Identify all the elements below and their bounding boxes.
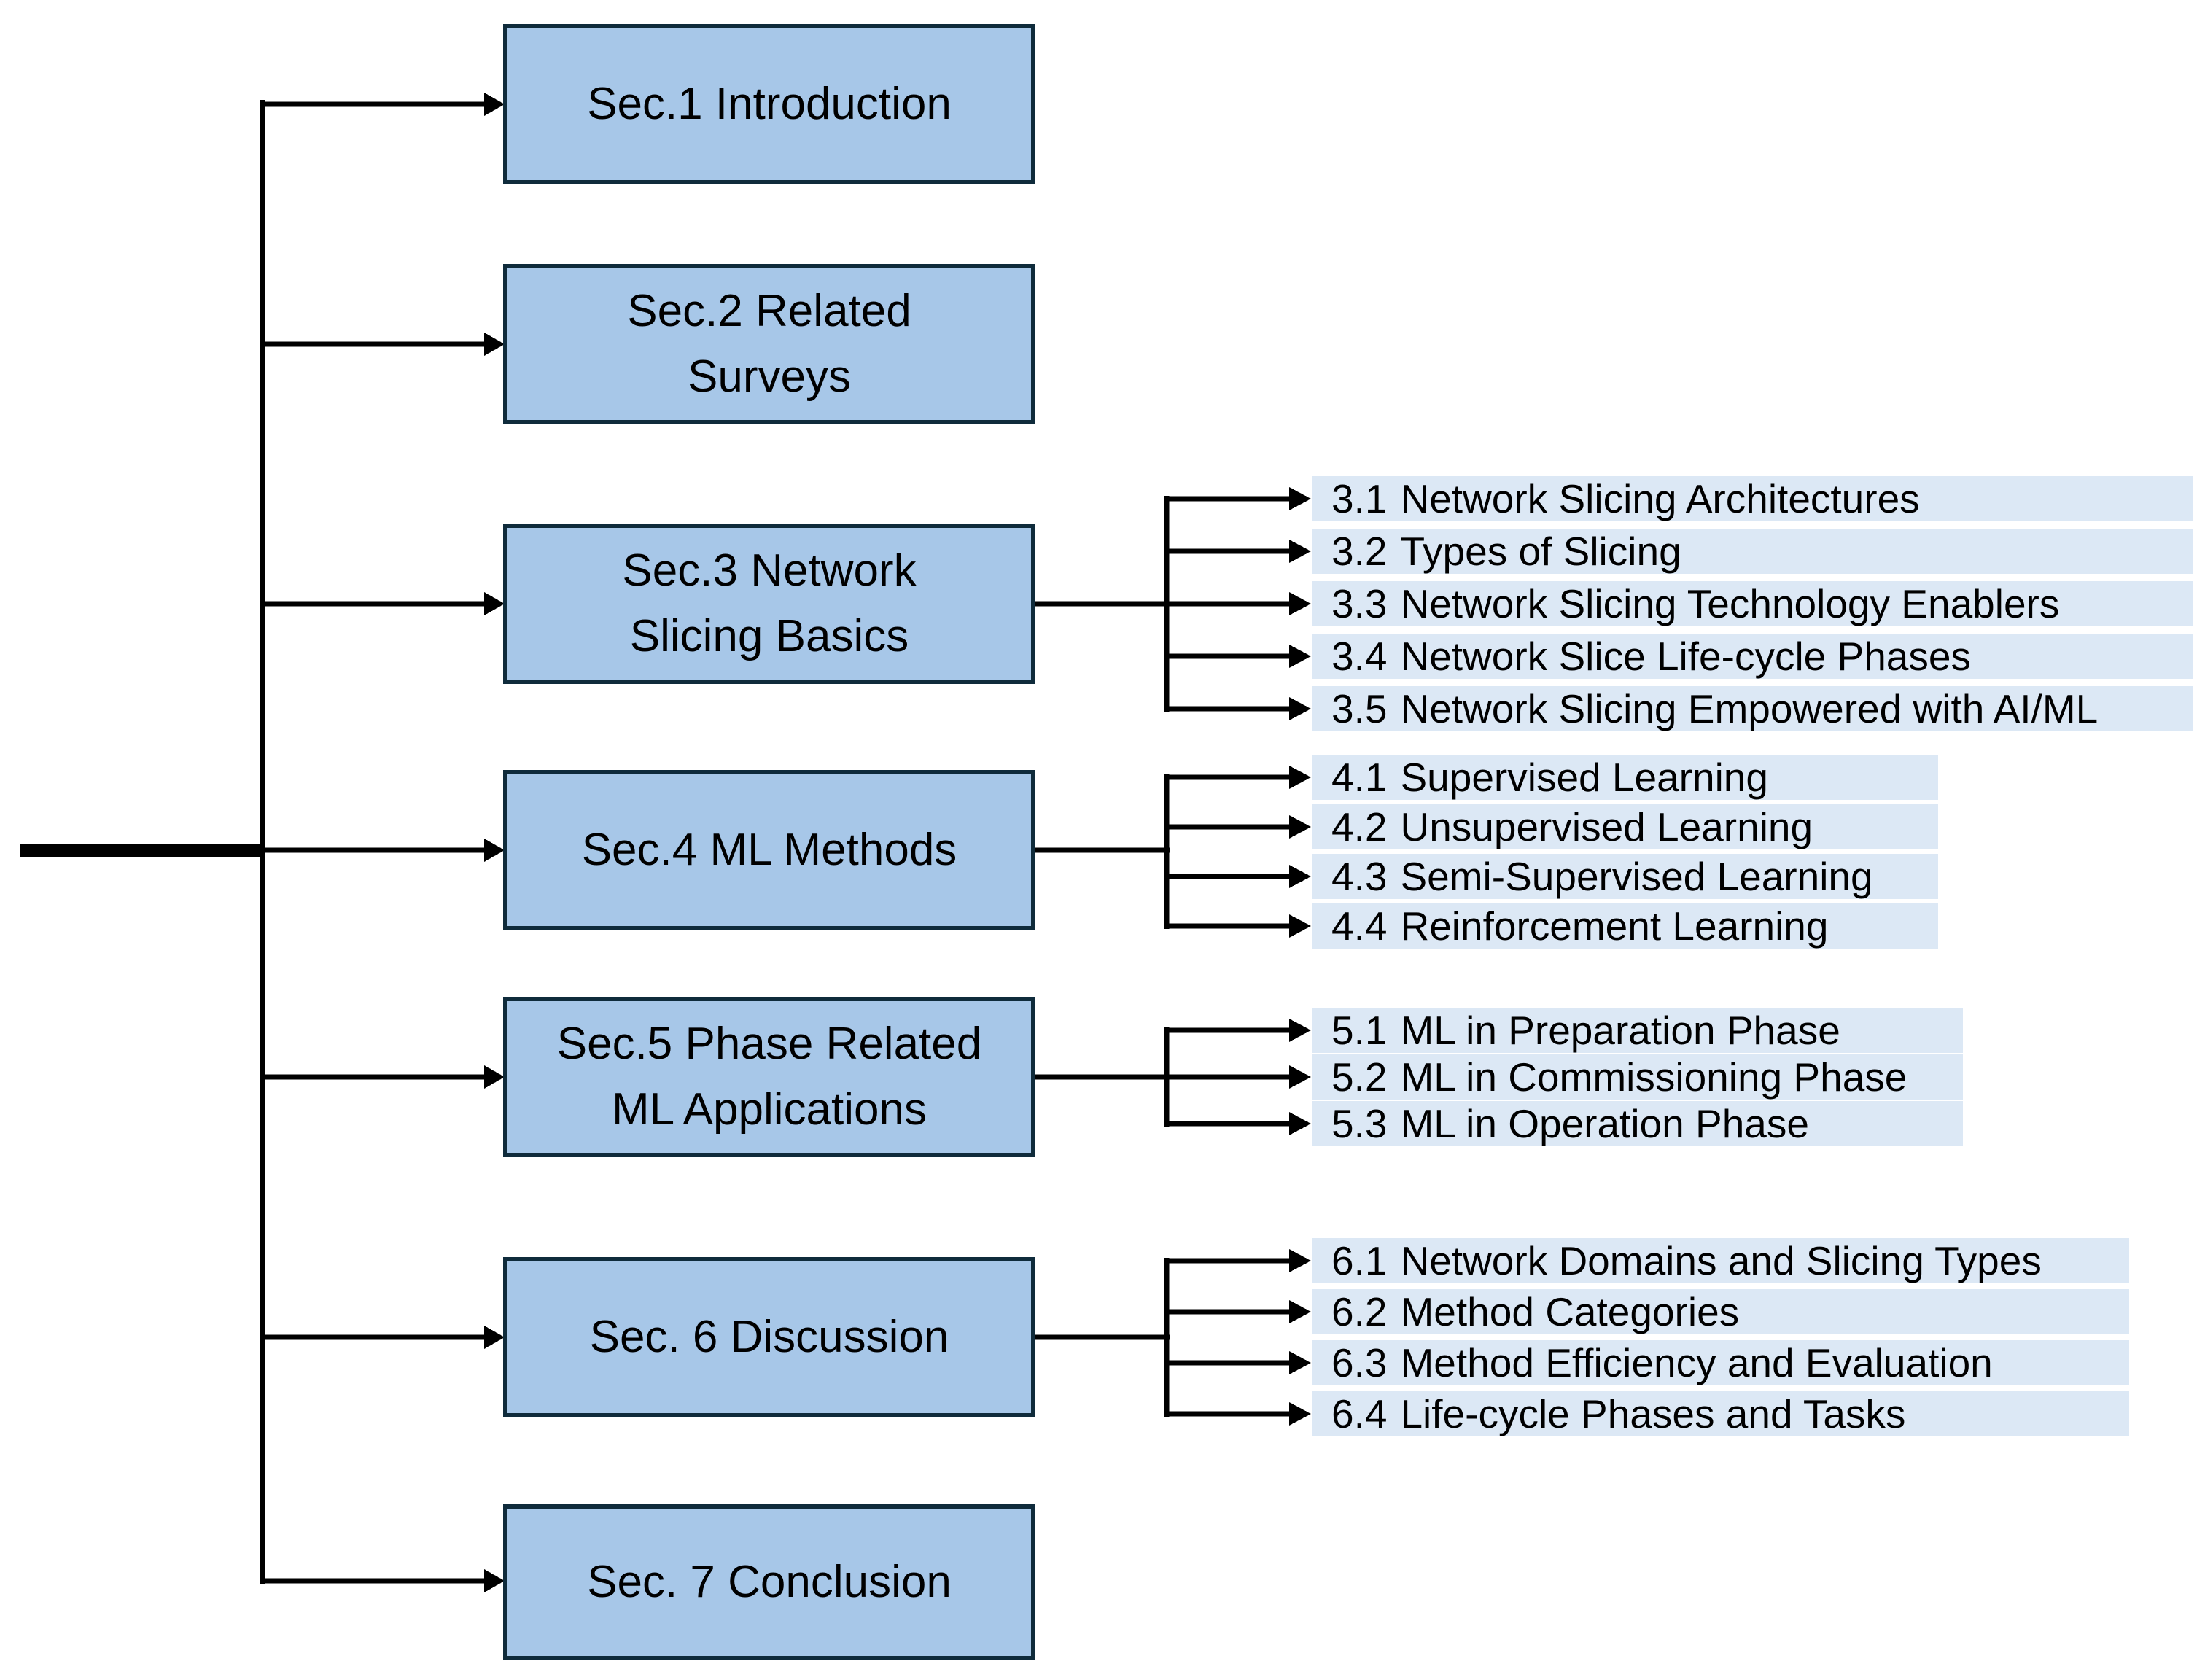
- subsection-3-1-number: 3.1: [1331, 476, 1388, 521]
- arrowhead-3-1: [1289, 487, 1311, 510]
- sec4-subsection-connectors: [1032, 766, 1311, 938]
- subsection-5-2-title: ML in Commissioning Phase: [1400, 1054, 1908, 1100]
- sec3-subsection-connectors: [1032, 487, 1311, 720]
- section-box-discussion: Sec. 6 Discussion: [503, 1257, 1035, 1418]
- arrowhead-sec5: [484, 1065, 505, 1089]
- arrowhead-4-3: [1289, 865, 1311, 888]
- arrowhead-sec6: [484, 1326, 505, 1349]
- arrowhead-sec4: [484, 839, 505, 862]
- subsection-4-3-number: 4.3: [1331, 854, 1388, 899]
- subsection-6-4-title: Life-cycle Phases and Tasks: [1400, 1391, 1906, 1436]
- subsection-bar-6-3: 6.3 Method Efficiency and Evaluation: [1312, 1340, 2129, 1385]
- subsection-3-4-number: 3.4: [1331, 634, 1388, 679]
- subsection-5-3-title: ML in Operation Phase: [1400, 1101, 1809, 1146]
- arrowhead-4-1: [1289, 766, 1311, 789]
- subsection-6-3-title: Method Efficiency and Evaluation: [1400, 1340, 1993, 1385]
- subsection-bar-6-2: 6.2 Method Categories: [1312, 1289, 2129, 1334]
- subsection-bar-6-4: 6.4 Life-cycle Phases and Tasks: [1312, 1391, 2129, 1436]
- subsection-bar-5-3: 5.3 ML in Operation Phase: [1312, 1101, 1963, 1146]
- subsection-3-3-number: 3.3: [1331, 581, 1388, 626]
- arrowhead-6-2: [1289, 1300, 1311, 1323]
- section-box-conclusion: Sec. 7 Conclusion: [503, 1504, 1035, 1660]
- arrowhead-6-3: [1289, 1351, 1311, 1374]
- subsection-3-3-title: Network Slicing Technology Enablers: [1400, 581, 2060, 626]
- subsection-bar-4-4: 4.4 Reinforcement Learning: [1312, 903, 1938, 949]
- arrowhead-3-3: [1289, 592, 1311, 615]
- arrowhead-sec3: [484, 592, 505, 615]
- arrowhead-3-4: [1289, 645, 1311, 668]
- subsection-bar-5-1: 5.1 ML in Preparation Phase: [1312, 1008, 1963, 1053]
- arrowhead-5-1: [1289, 1019, 1311, 1042]
- subsection-bar-4-2: 4.2 Unsupervised Learning: [1312, 804, 1938, 849]
- section-box-phase-related-ml-applications: Sec.5 Phase Related ML Applications: [503, 997, 1035, 1157]
- subsection-6-1-number: 6.1: [1331, 1238, 1388, 1283]
- section-box-introduction-label: Sec.1 Introduction: [587, 79, 952, 130]
- section-box-network-slicing-basics: Sec.3 Network Slicing Basics: [503, 524, 1035, 684]
- arrowhead-sec2: [484, 332, 505, 356]
- subsection-bar-6-1: 6.1 Network Domains and Slicing Types: [1312, 1238, 2129, 1283]
- subsection-bar-3-4: 3.4 Network Slice Life-cycle Phases: [1312, 634, 2193, 679]
- arrowhead-sec1: [484, 93, 505, 116]
- subsection-bar-3-2: 3.2 Types of Slicing: [1312, 529, 2193, 574]
- sec5-subsection-connectors: [1032, 1019, 1311, 1135]
- subsection-4-1-number: 4.1: [1331, 755, 1388, 800]
- subsection-3-2-title: Types of Slicing: [1400, 529, 1681, 574]
- section-box-discussion-label: Sec. 6 Discussion: [589, 1312, 949, 1363]
- arrowhead-sec7: [484, 1569, 505, 1592]
- subsection-6-1-title: Network Domains and Slicing Types: [1400, 1238, 2042, 1283]
- subsection-5-2-number: 5.2: [1331, 1054, 1388, 1100]
- arrowhead-6-4: [1289, 1402, 1311, 1426]
- subsection-bar-3-1: 3.1 Network Slicing Architectures: [1312, 476, 2193, 521]
- arrowhead-4-4: [1289, 914, 1311, 938]
- section-box-conclusion-label: Sec. 7 Conclusion: [587, 1557, 952, 1608]
- subsection-5-1-title: ML in Preparation Phase: [1400, 1008, 1840, 1053]
- arrowhead-3-5: [1289, 697, 1311, 720]
- subsection-3-2-number: 3.2: [1331, 529, 1388, 574]
- subsection-bar-3-3: 3.3 Network Slicing Technology Enablers: [1312, 581, 2193, 626]
- section-box-related-surveys: Sec.2 Related Surveys: [503, 264, 1035, 424]
- subsection-bar-4-3: 4.3 Semi-Supervised Learning: [1312, 854, 1938, 899]
- subsection-3-5-title: Network Slicing Empowered with AI/ML: [1400, 686, 2099, 731]
- subsection-3-5-number: 3.5: [1331, 686, 1388, 731]
- subsection-4-3-title: Semi-Supervised Learning: [1400, 854, 1873, 899]
- subsection-3-4-title: Network Slice Life-cycle Phases: [1400, 634, 1971, 679]
- subsection-6-4-number: 6.4: [1331, 1391, 1388, 1436]
- arrowhead-5-2: [1289, 1065, 1311, 1089]
- subsection-bar-4-1: 4.1 Supervised Learning: [1312, 755, 1938, 800]
- subsection-6-2-number: 6.2: [1331, 1289, 1388, 1334]
- section-box-network-slicing-basics-label: Sec.3 Network Slicing Basics: [622, 545, 917, 661]
- subsection-4-4-title: Reinforcement Learning: [1400, 903, 1829, 949]
- subsection-6-2-title: Method Categories: [1400, 1289, 1740, 1334]
- section-box-introduction: Sec.1 Introduction: [503, 24, 1035, 184]
- subsection-3-1-title: Network Slicing Architectures: [1400, 476, 1920, 521]
- arrowhead-4-2: [1289, 815, 1311, 839]
- left-tree-connectors: [20, 93, 505, 1592]
- arrowhead-5-3: [1289, 1112, 1311, 1135]
- subsection-4-4-number: 4.4: [1331, 903, 1388, 949]
- section-box-related-surveys-label: Sec.2 Related Surveys: [627, 286, 911, 402]
- arrowhead-6-1: [1289, 1249, 1311, 1272]
- subsection-bar-3-5: 3.5 Network Slicing Empowered with AI/ML: [1312, 686, 2193, 731]
- section-box-ml-methods: Sec.4 ML Methods: [503, 770, 1035, 930]
- sec6-subsection-connectors: [1032, 1249, 1311, 1426]
- subsection-5-1-number: 5.1: [1331, 1008, 1388, 1053]
- subsection-5-3-number: 5.3: [1331, 1101, 1388, 1146]
- section-box-ml-methods-label: Sec.4 ML Methods: [581, 825, 957, 876]
- subsection-4-1-title: Supervised Learning: [1400, 755, 1768, 800]
- subsection-bar-5-2: 5.2 ML in Commissioning Phase: [1312, 1054, 1963, 1100]
- subsection-4-2-number: 4.2: [1331, 804, 1388, 849]
- subsection-6-3-number: 6.3: [1331, 1340, 1388, 1385]
- section-box-phase-related-ml-applications-label: Sec.5 Phase Related ML Applications: [556, 1019, 982, 1135]
- arrowhead-3-2: [1289, 540, 1311, 563]
- subsection-4-2-title: Unsupervised Learning: [1400, 804, 1813, 849]
